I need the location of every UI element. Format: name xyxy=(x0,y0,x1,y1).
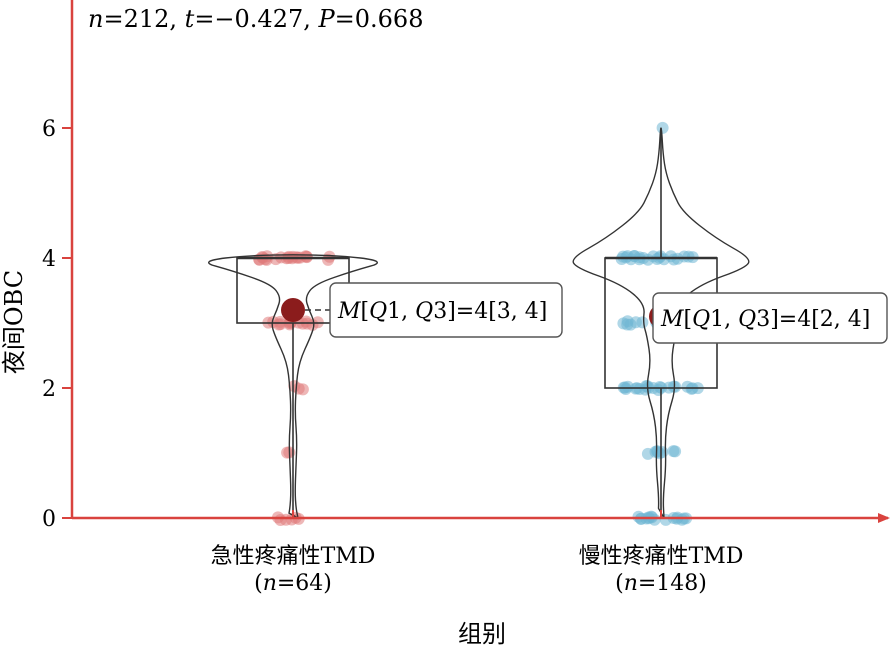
category-n-label-part: n xyxy=(624,571,638,596)
annotation-text-part: 1, xyxy=(387,299,415,324)
stats-label: n=212, t=−0.427, P=0.668 xyxy=(88,5,423,33)
annotation-text-part: 3]=4[2, 4] xyxy=(756,307,870,332)
data-point xyxy=(274,514,287,526)
data-point xyxy=(664,250,677,263)
category-n-label-part: ( xyxy=(254,571,263,596)
category-n-label: (n=148) xyxy=(615,571,707,596)
annotation-box xyxy=(652,292,888,344)
y-tick-label: 4 xyxy=(42,247,56,272)
category-label: 急性疼痛性TMD xyxy=(211,544,376,569)
mean-marker xyxy=(281,298,305,322)
stats-label-part: =−0.427, xyxy=(194,5,318,33)
data-point xyxy=(281,446,294,459)
category-n-label-part: n xyxy=(263,571,277,596)
stats-label-part: =0.668 xyxy=(335,5,424,33)
y-tick-label: 2 xyxy=(42,377,56,402)
data-point xyxy=(619,383,632,395)
stats-label-part: =212, xyxy=(103,5,184,33)
y-tick-label: 6 xyxy=(42,117,56,142)
stats-label-part: P xyxy=(318,5,336,33)
category-n-label-part: ( xyxy=(615,571,624,596)
data-point xyxy=(628,250,641,262)
annotation-text: M[Q1, Q3]=4[3, 4] xyxy=(337,299,547,324)
annotation-text-part: Q xyxy=(415,299,433,324)
data-point xyxy=(274,318,287,331)
category-n-label: (n=64) xyxy=(254,571,332,596)
y-tick-label: 0 xyxy=(42,507,56,532)
category-n-label-part: =64) xyxy=(277,571,332,596)
x-axis-title: 组别 xyxy=(458,620,506,648)
annotation-text-part: M xyxy=(660,307,684,332)
data-point xyxy=(642,253,654,266)
data-point xyxy=(649,445,662,458)
data-point xyxy=(253,253,266,266)
annotation-text-part: Q xyxy=(692,307,710,332)
data-point xyxy=(667,445,680,458)
y-axis-title: 夜间OBC xyxy=(0,270,28,374)
data-point xyxy=(678,250,691,263)
annotation-text: M[Q1, Q3]=4[2, 4] xyxy=(660,307,870,332)
data-point xyxy=(624,318,637,331)
annotation-box xyxy=(329,282,563,338)
annotation-text-part: [ xyxy=(684,307,693,332)
annotation-text-part: 3]=4[3, 4] xyxy=(433,299,547,324)
category-label: 慢性疼痛性TMD xyxy=(579,544,744,569)
annotation-text-part: M xyxy=(337,299,361,324)
category-n-label-part: =148) xyxy=(638,571,707,596)
violin-outline xyxy=(572,127,750,519)
stats-label-part: n xyxy=(88,5,103,33)
annotation-text-part: 1, xyxy=(710,307,738,332)
annotation-text-part: Q xyxy=(369,299,387,324)
stats-label-part: t xyxy=(185,5,195,33)
data-point xyxy=(306,318,319,331)
data-point xyxy=(656,121,669,134)
violin-outline xyxy=(208,254,378,520)
annotation-text-part: Q xyxy=(738,307,756,332)
annotation-text-part: [ xyxy=(361,299,370,324)
